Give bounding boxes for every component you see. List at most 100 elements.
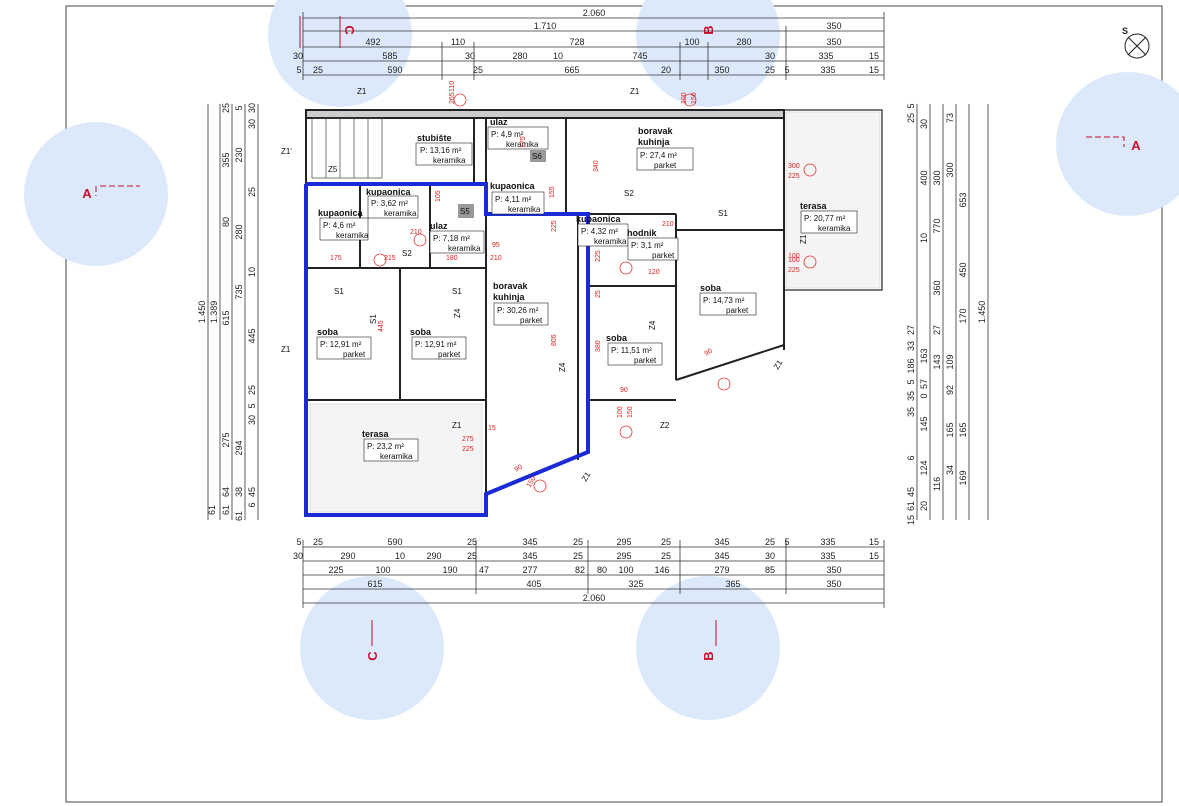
dim-bot-r1-12: 15 xyxy=(869,537,879,547)
dim-right-c3-2: 300 xyxy=(932,170,942,185)
dim-bot-r2-1: 290 xyxy=(340,551,355,561)
red-note-20: 445 xyxy=(378,320,385,332)
left-dims: 1.450 1.389 355 80 615 275 64 230 280 73… xyxy=(197,103,257,521)
dim-bot-r2-0: 30 xyxy=(293,551,303,561)
dim-left-c5-2: 10 xyxy=(247,267,257,277)
room-2-name-1: boravak xyxy=(638,126,674,136)
room-4-floor: keramika xyxy=(336,231,369,240)
dim-top-r3-2: 728 xyxy=(569,37,584,47)
dim-bot-r2-6: 25 xyxy=(573,551,583,561)
room-5-area: P: 4,11 m² xyxy=(495,195,532,204)
red-note-3: 150 xyxy=(691,92,698,104)
dim-right-c4-3: 27 xyxy=(932,325,942,335)
dim-bot-r2-11: 335 xyxy=(820,551,835,561)
dim-right-c4-2: 143 xyxy=(932,354,942,369)
dim-left-c3-4: 64 xyxy=(221,487,231,497)
room-2-floor: parket xyxy=(654,161,677,170)
room-3-name: kupaonica xyxy=(366,187,412,197)
dim-left-c2-0: 1.389 xyxy=(209,301,219,324)
room-1-area: P: 4,9 m² xyxy=(491,130,524,139)
room-2-area: P: 27,4 m² xyxy=(640,151,677,160)
dim-bot-r2-12: 15 xyxy=(869,551,879,561)
red-note-2: 100 xyxy=(681,92,688,104)
tag-20: Z1 xyxy=(799,234,808,244)
dim-right-c5-3: 163 xyxy=(919,348,929,363)
room-2-name-2: kuhinja xyxy=(638,137,670,147)
dim-left-c4-1: 280 xyxy=(234,224,244,239)
dim-top-r4-0: 30 xyxy=(293,51,303,61)
dim-left-c5-7: 45 xyxy=(247,487,257,497)
red-note-1: 110 xyxy=(449,81,456,92)
room-0-name: stubište xyxy=(417,133,452,143)
dim-left-c5-5: 5 xyxy=(247,403,257,408)
red-note-26: 275 xyxy=(462,436,474,443)
side-dimension-chains xyxy=(207,104,989,520)
tag-18: Z2 xyxy=(660,421,670,430)
dim-bot-r1-7: 25 xyxy=(661,537,671,547)
dim-right-s-1: 5 xyxy=(906,103,916,108)
dim-top-r5-1: 25 xyxy=(313,65,323,75)
dim-left-c4-3: 294 xyxy=(234,440,244,455)
room-13-area: P: 12,91 m² xyxy=(415,340,457,349)
tag-12: Z4 xyxy=(453,308,462,318)
room-14-area: P: 11,51 m² xyxy=(611,346,652,355)
tag-11: S1 xyxy=(369,314,378,324)
red-note-25: 100 xyxy=(617,406,624,418)
dim-right-c5-8: 20 xyxy=(919,501,929,511)
dim-top-r2-1: 350 xyxy=(826,21,841,31)
tag-1: Z1 xyxy=(630,87,640,96)
tag-3: Z5 xyxy=(328,165,338,174)
dim-top-r3-0: 492 xyxy=(365,37,380,47)
dim-top-r4-3: 280 xyxy=(512,51,527,61)
tag-14: Z4 xyxy=(558,362,567,372)
dim-right-s-7: 35 xyxy=(906,407,916,417)
dim-top-r3-4: 280 xyxy=(736,37,751,47)
dim-bot-r3-3: 47 xyxy=(479,565,489,575)
dim-left-s-5: 61 xyxy=(234,511,244,521)
bottom-dimension-chains xyxy=(302,540,885,608)
dim-top-r3-1: 110 xyxy=(451,37,465,47)
dim-right-s-10: 61 xyxy=(906,501,916,511)
dim-right-c5-4: 57 xyxy=(919,379,929,389)
red-note-23: 90 xyxy=(620,387,628,394)
dim-left-s-1: 5 xyxy=(234,105,244,110)
dim-top-r4-7: 335 xyxy=(818,51,833,61)
room-3-floor: keramika xyxy=(384,209,417,218)
right-dims: 1.450 653 450 170 165 169 73 300 300 109… xyxy=(906,103,987,525)
dim-top-r5-2: 590 xyxy=(387,65,402,75)
dim-right-c5-6: 145 xyxy=(919,416,929,431)
dim-bot-r3-2: 190 xyxy=(442,565,457,575)
dim-bot-r3-1: 100 xyxy=(375,565,390,575)
red-note-14: 225 xyxy=(595,250,602,262)
room-0-area: P: 13,16 m² xyxy=(420,146,462,155)
red-note-34: 225 xyxy=(788,267,800,274)
apartment-highlight-outline xyxy=(304,182,590,517)
dim-bot-r1-5: 25 xyxy=(573,537,583,547)
tag-6: S2 xyxy=(624,189,634,198)
dim-top-r3-3: 100 xyxy=(684,37,699,47)
dim-right-c4-4: 116 xyxy=(932,477,942,491)
dim-bot-r1-9: 25 xyxy=(765,537,775,547)
room-6-floor: keramika xyxy=(448,244,481,253)
dim-right-c2-3: 165 xyxy=(958,422,968,437)
dim-bot-r2-3: 290 xyxy=(426,551,441,561)
dim-right-s-2: 27 xyxy=(906,325,916,335)
dim-bot-r1-1: 25 xyxy=(313,537,323,547)
dim-bot-r3-9: 279 xyxy=(714,565,729,575)
dim-bot-r3-4: 277 xyxy=(522,565,537,575)
staircase xyxy=(311,117,383,179)
dim-bot-r1-4: 345 xyxy=(522,537,537,547)
dim-right-c4-1: 360 xyxy=(932,280,942,295)
room-12-floor: parket xyxy=(343,350,366,359)
room-5-floor: keramika xyxy=(508,205,541,214)
dim-right-total: 1.450 xyxy=(977,301,987,324)
room-8-floor: parket xyxy=(652,251,675,260)
dim-bot-r2-7: 295 xyxy=(616,551,631,561)
dim-top-r4-2: 30 xyxy=(465,51,475,61)
dim-right-s-5: 5 xyxy=(906,379,916,384)
red-note-7: 105 xyxy=(435,190,442,202)
red-note-29: 150 xyxy=(526,475,538,489)
room-14-name: soba xyxy=(606,333,628,343)
dim-right-c3-0: 73 xyxy=(945,113,955,123)
